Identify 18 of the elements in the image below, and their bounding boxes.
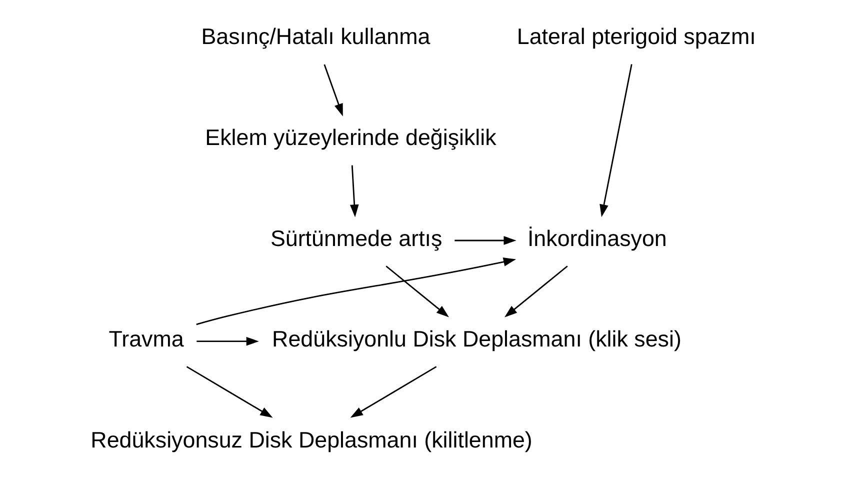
- arrow: [186, 366, 273, 418]
- node-text: Travma: [108, 326, 184, 352]
- arrow: [504, 266, 568, 318]
- node-text: Redüksiyonsuz Disk Deplasmanı (kilitlenme): [90, 427, 532, 452]
- node-text: Lateral pterigoid spazmı: [516, 24, 756, 50]
- node-text: İnkordinasyon: [527, 226, 667, 251]
- arrow: [196, 258, 516, 326]
- arrow: [454, 236, 516, 245]
- node-text: Sürtünmede artış: [270, 226, 442, 251]
- node-text: Basınç/Hatalı kullanma: [201, 24, 430, 50]
- arrow: [350, 366, 437, 418]
- arrow: [324, 64, 343, 116]
- node-text: Eklem yüzeylerinde değişiklik: [205, 125, 496, 150]
- arrow: [196, 336, 259, 346]
- arrow: [600, 64, 632, 218]
- node-text: Redüksiyonlu Disk Deplasmanı (klik sesi): [272, 326, 682, 352]
- arrow: [350, 165, 359, 218]
- arrow: [386, 266, 449, 318]
